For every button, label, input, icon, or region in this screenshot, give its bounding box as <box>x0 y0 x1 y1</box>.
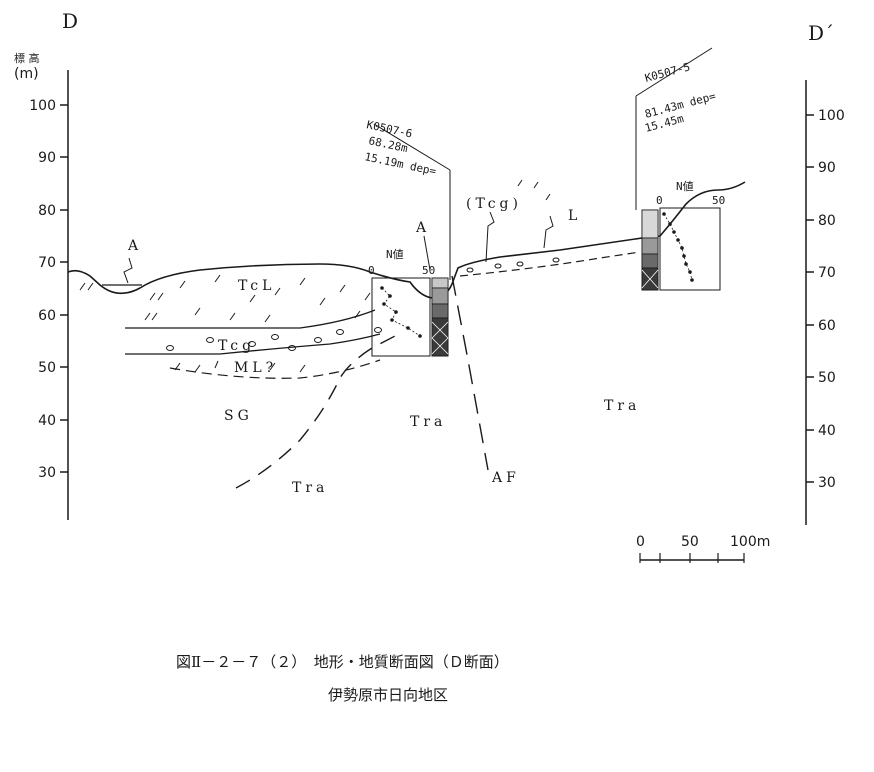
right-tick-label: 50 <box>818 370 836 386</box>
unit-label-tcg: Tcg <box>218 338 255 354</box>
n-scale-max: 50 <box>422 264 435 277</box>
tcl-base-boundary <box>125 309 376 329</box>
left-tick-label: 30 <box>38 465 56 481</box>
borehole-k0507-6: K0507-6 68.28m 15.19m dep= N値 0 50 <box>363 118 451 357</box>
section-label-right: D´ <box>808 21 834 45</box>
left-axis-tick-labels: 100 90 80 70 60 50 40 30 <box>29 98 56 481</box>
unit-label-alluvium-left: A <box>127 238 142 254</box>
left-tick-label: 100 <box>29 98 56 114</box>
unit-label-alluvium-center: A <box>415 220 430 236</box>
right-tick-label: 40 <box>818 423 836 439</box>
right-tick-label: 80 <box>818 213 836 229</box>
right-tick-label: 100 <box>818 108 845 124</box>
n-value-label: N値 <box>386 248 404 261</box>
right-tick-label: 70 <box>818 265 836 281</box>
scale-label-100m: 100m <box>730 534 770 550</box>
unit-label-af-fault: AF <box>491 470 520 486</box>
right-terrace-base-dashed <box>459 251 641 277</box>
elevation-axis-unit: (m) <box>14 66 39 82</box>
right-tick-label: 90 <box>818 160 836 176</box>
n-scale-min: 0 <box>656 194 663 207</box>
alluvium-leader-left <box>123 257 133 284</box>
elevation-axis-title: 標 高 <box>14 51 40 65</box>
ground-surface-line <box>67 181 746 299</box>
left-tick-label: 80 <box>38 203 56 219</box>
right-tick-label: 60 <box>818 318 836 334</box>
unit-label-tra-bottom: Tra <box>292 480 328 496</box>
n-scale-max: 50 <box>712 194 725 207</box>
tra-upper-boundary-dashed <box>235 335 396 489</box>
scale-label-0: 0 <box>636 534 645 550</box>
borehole-k0507-5: K0507-5 81.43m dep= 15.45m N値 0 50 <box>635 47 725 291</box>
unit-label-l: L <box>568 208 581 224</box>
left-tick-label: 50 <box>38 360 56 376</box>
unit-label-ml: ML? <box>234 360 277 376</box>
borehole-id: K0507-5 <box>643 60 691 85</box>
right-elevation-axis <box>805 80 814 525</box>
borehole-depth: 15.19m dep= <box>363 150 437 178</box>
unit-label-sg: SG <box>224 408 253 424</box>
unit-label-tra-center: Tra <box>410 414 446 430</box>
tcg-base-boundary <box>125 333 381 355</box>
left-tick-label: 70 <box>38 255 56 271</box>
n-value-label: N値 <box>676 180 694 193</box>
left-elevation-axis <box>60 70 69 520</box>
label-leader-lines <box>423 211 554 271</box>
right-axis-tick-labels: 100 90 80 70 60 50 40 30 <box>818 108 845 491</box>
left-tick-label: 90 <box>38 150 56 166</box>
left-tick-label: 60 <box>38 308 56 324</box>
right-tick-label: 30 <box>818 475 836 491</box>
ml-hatch-marks <box>174 360 306 373</box>
unit-label-tcl: TcL <box>238 278 275 294</box>
section-label-left: D <box>62 9 78 33</box>
figure-caption-title: 図Ⅱ－２－７（２） 地形・地質断面図（Ｄ断面） <box>176 653 509 671</box>
unit-label-tra-right: Tra <box>604 398 640 414</box>
af-fault-line-dashed <box>451 275 489 471</box>
n-scale-min: 0 <box>368 264 375 277</box>
scale-bar: 0 50 100m <box>636 534 770 563</box>
l-hatch-marks <box>517 179 551 201</box>
unit-label-tcg-paren: (Tcg) <box>466 196 522 212</box>
left-tick-label: 40 <box>38 413 56 429</box>
tcg-gravel-marks <box>166 257 560 351</box>
tcl-hatch-marks <box>79 274 371 323</box>
figure-caption-location: 伊勢原市日向地区 <box>328 686 448 704</box>
scale-label-50: 50 <box>681 534 699 550</box>
ml-base-boundary-dashed <box>169 359 381 379</box>
